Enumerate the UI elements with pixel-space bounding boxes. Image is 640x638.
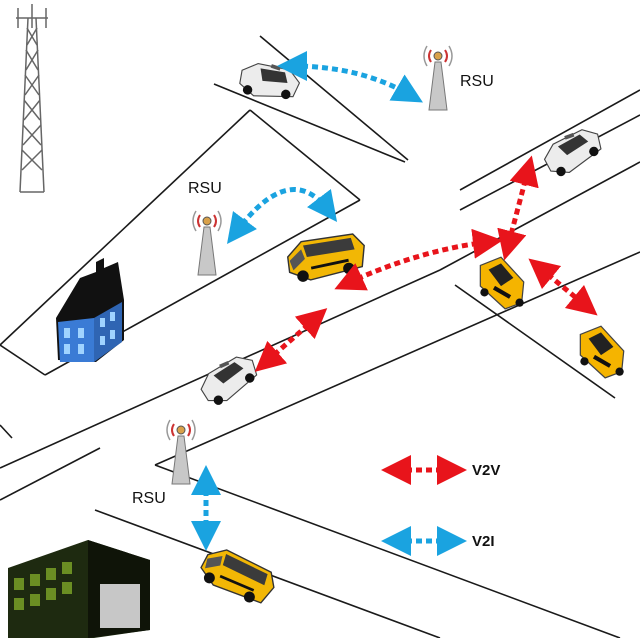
road-edge (439, 161, 640, 271)
road-edge (249, 109, 361, 201)
legend: V2V V2I (381, 455, 500, 556)
v2i-links (191, 51, 423, 551)
v2v-link (334, 228, 503, 291)
office-building-icon (8, 540, 150, 638)
v2v-links (254, 155, 598, 372)
taxi-icon (579, 325, 625, 379)
rsu-label: RSU (460, 73, 494, 90)
rsu-label: RSU (188, 180, 222, 197)
rsu-antenna-icon (192, 210, 222, 276)
legend-v2i-label: V2I (472, 533, 495, 550)
road-edge (454, 284, 616, 399)
road-edge (154, 251, 640, 466)
road-edge (0, 447, 101, 501)
school-bus-icon (286, 233, 365, 283)
v2i-link (277, 51, 423, 103)
rsu-antenna-icon (166, 419, 196, 485)
rsu-label: RSU (132, 490, 166, 507)
road-edge (0, 424, 13, 439)
road-edge (259, 35, 409, 161)
cell-tower-icon (16, 4, 48, 193)
police-car-icon (194, 351, 264, 410)
school-bus-icon (193, 535, 282, 617)
road-edge (459, 89, 640, 191)
taxi-icon (479, 256, 525, 310)
v2v-link (254, 308, 328, 372)
v2v-link (497, 155, 539, 261)
rsu-antenna-icon (423, 45, 453, 111)
police-car-icon (538, 124, 608, 181)
road-edge (0, 109, 251, 346)
road-edge (213, 83, 406, 163)
v2v-link (528, 258, 598, 316)
legend-v2v-label: V2V (472, 462, 500, 479)
road-edge (0, 344, 46, 376)
v2i-link (226, 187, 338, 244)
house-icon (56, 258, 124, 362)
road-network (0, 35, 640, 638)
